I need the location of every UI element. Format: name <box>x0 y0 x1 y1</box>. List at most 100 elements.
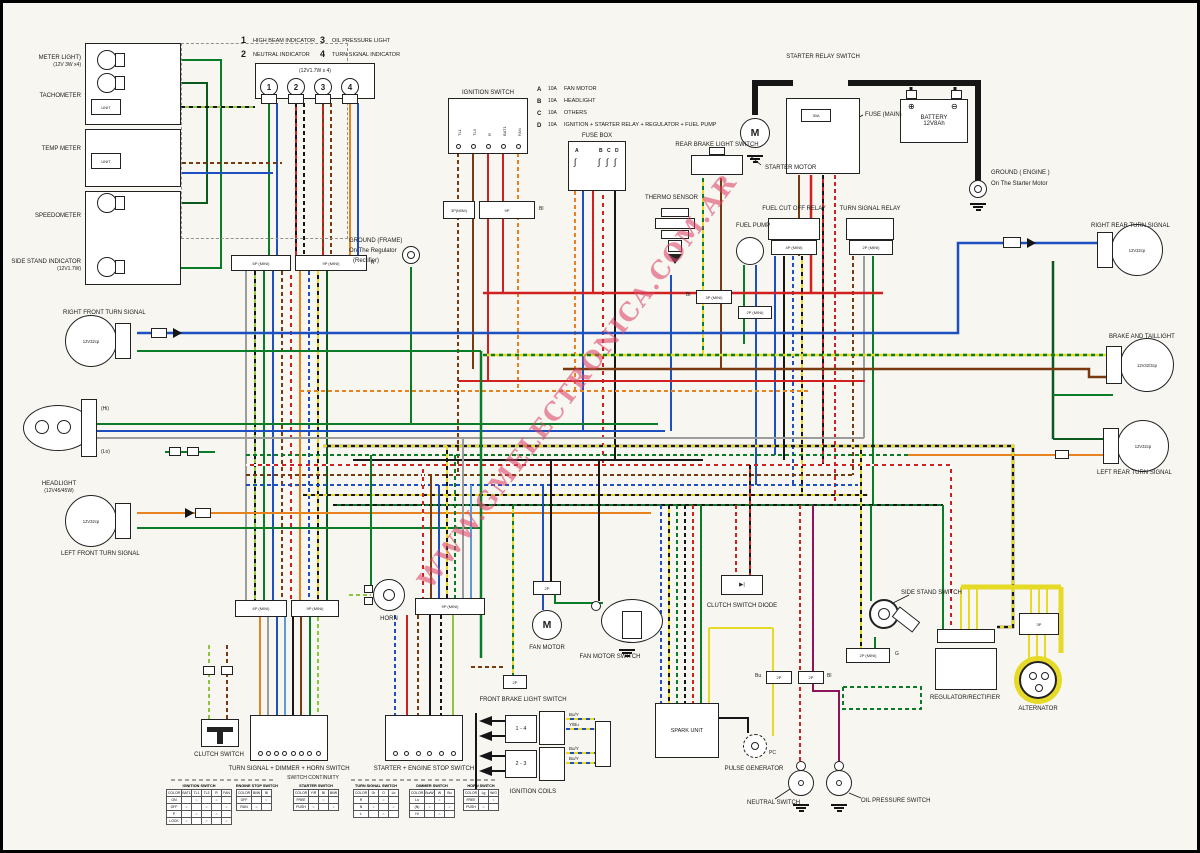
label: 2 <box>241 49 247 59</box>
label: ALTERNATOR <box>1018 706 1058 712</box>
table-cell <box>251 796 262 804</box>
battery-plus: ⊕ <box>908 102 915 111</box>
side-stand-switch-pivot <box>878 608 890 620</box>
table-cell: ○ <box>378 796 389 804</box>
connector-2p: 2P <box>798 671 824 684</box>
wire <box>842 686 922 710</box>
connector-2p-mini: 2P (MINI) <box>849 240 893 255</box>
label: B <box>537 99 542 105</box>
neutral-switch-ground <box>798 810 804 812</box>
label: TURN SIGNAL + DIMMER + HORN SWITCH <box>228 766 350 772</box>
oil-pressure-switch-ground <box>836 810 842 812</box>
inline-connector <box>187 447 199 456</box>
connector-6p-mini: 6P (MINI) <box>235 600 287 617</box>
headlight-flange <box>81 399 97 457</box>
label: ∫ <box>598 157 601 167</box>
oil-pressure-switch-contact <box>836 780 842 786</box>
table-cell: ON <box>166 796 182 804</box>
label: On The Regulator <box>349 248 397 254</box>
front-brake-light-switch: 2P <box>503 675 527 689</box>
label: TURN SIGNAL INDICATOR <box>332 52 401 58</box>
label: FAN MOTOR <box>564 86 597 92</box>
label: On The Starter Motor <box>991 181 1048 187</box>
table-header: BAT1 <box>181 789 192 797</box>
label: (Hi) <box>101 406 110 412</box>
table-cell <box>444 796 455 804</box>
table-header: O <box>378 789 389 797</box>
label: BAT1 <box>502 126 507 136</box>
regulator-connector <box>937 629 995 643</box>
starter-motor-ground <box>747 155 763 157</box>
turn-signal-indicator-bulb-socket <box>342 94 358 104</box>
table-cell: ○ <box>388 803 399 811</box>
wire <box>748 154 762 166</box>
label: G <box>895 651 899 657</box>
fuse-main: 30A <box>801 109 831 122</box>
table-cell <box>211 817 222 825</box>
table-cell <box>488 803 499 811</box>
coil-terminal-block <box>539 711 565 745</box>
table-cell: ○ <box>434 810 445 818</box>
connector-2p-mini: 2P (MINI) <box>738 306 772 319</box>
table-header: COLOR <box>293 789 309 797</box>
right-front-turn-signal-bulb: 12V32cp <box>65 315 117 367</box>
label: LEFT REAR TURN SIGNAL <box>1097 470 1172 476</box>
meter-bulb-socket <box>115 53 125 67</box>
table-cell <box>328 796 339 804</box>
label: 3 <box>320 35 326 45</box>
label: REGULATOR/RECTIFIER <box>929 695 1001 701</box>
table-header: Bl/W <box>328 789 339 797</box>
ignition-switch-pin <box>485 144 491 149</box>
label: Bl <box>686 292 691 298</box>
table-cell <box>368 796 379 804</box>
label: REAR BRAKE LIGHT SWITCH <box>675 142 759 148</box>
turn-signal-dimmer-horn-switch-pin <box>290 751 296 756</box>
table-title: HORN SWITCH <box>467 784 495 788</box>
table-cell <box>261 803 272 811</box>
turn-signal-dimmer-horn-switch-pin <box>282 751 288 756</box>
neutral-switch-ground <box>793 804 809 806</box>
table-cell: ○ <box>318 796 329 804</box>
table-cell: ○ <box>211 810 222 818</box>
table-header: Y/R <box>308 789 319 797</box>
inline-connector <box>221 666 233 675</box>
spark-plug-lead-arrow <box>479 766 492 776</box>
table-cell: ○ <box>181 803 192 811</box>
label: D <box>615 148 619 154</box>
label: 10A <box>548 110 557 116</box>
label: STARTER + ENGINE STOP SWITCH <box>373 766 475 772</box>
label: LEFT FRONT TURN SIGNAL <box>61 551 140 557</box>
label: Bl <box>539 206 544 212</box>
label: SIDE STAND SWITCH <box>901 590 962 596</box>
ground-frame-terminal-hole <box>407 251 415 259</box>
rear-brake-light-switch <box>691 155 743 175</box>
connector-3p-mini: 3P(MINI) <box>443 201 475 219</box>
table-title: TURN SIGNAL SWITCH <box>355 784 397 788</box>
label: A <box>537 87 542 93</box>
turn-signal-dimmer-horn-switch-pin <box>265 751 271 756</box>
label: THERMO SENSOR <box>645 195 699 201</box>
connector-9p: 9P <box>479 201 535 219</box>
table-cell: ○ <box>434 796 445 804</box>
label: (12V45/45W) <box>44 488 74 494</box>
table-cell: FREE <box>293 796 309 804</box>
horn <box>373 579 405 611</box>
label: FAN MOTOR SWITCH <box>579 654 641 660</box>
table-header: Gr <box>368 789 379 797</box>
horn-terminal <box>364 585 373 593</box>
label: CLUTCH SWITCH <box>194 752 244 758</box>
label: FUSE BOX <box>581 133 613 139</box>
oil-pressure-switch-terminal <box>834 761 844 771</box>
label: NEUTRAL INDICATOR <box>253 52 310 58</box>
table-cell: ○ <box>261 796 272 804</box>
table-cell <box>378 803 389 811</box>
table-cell: OFF <box>166 803 182 811</box>
wire <box>848 80 981 181</box>
label: C <box>607 148 611 154</box>
table-header: Bl <box>318 789 329 797</box>
